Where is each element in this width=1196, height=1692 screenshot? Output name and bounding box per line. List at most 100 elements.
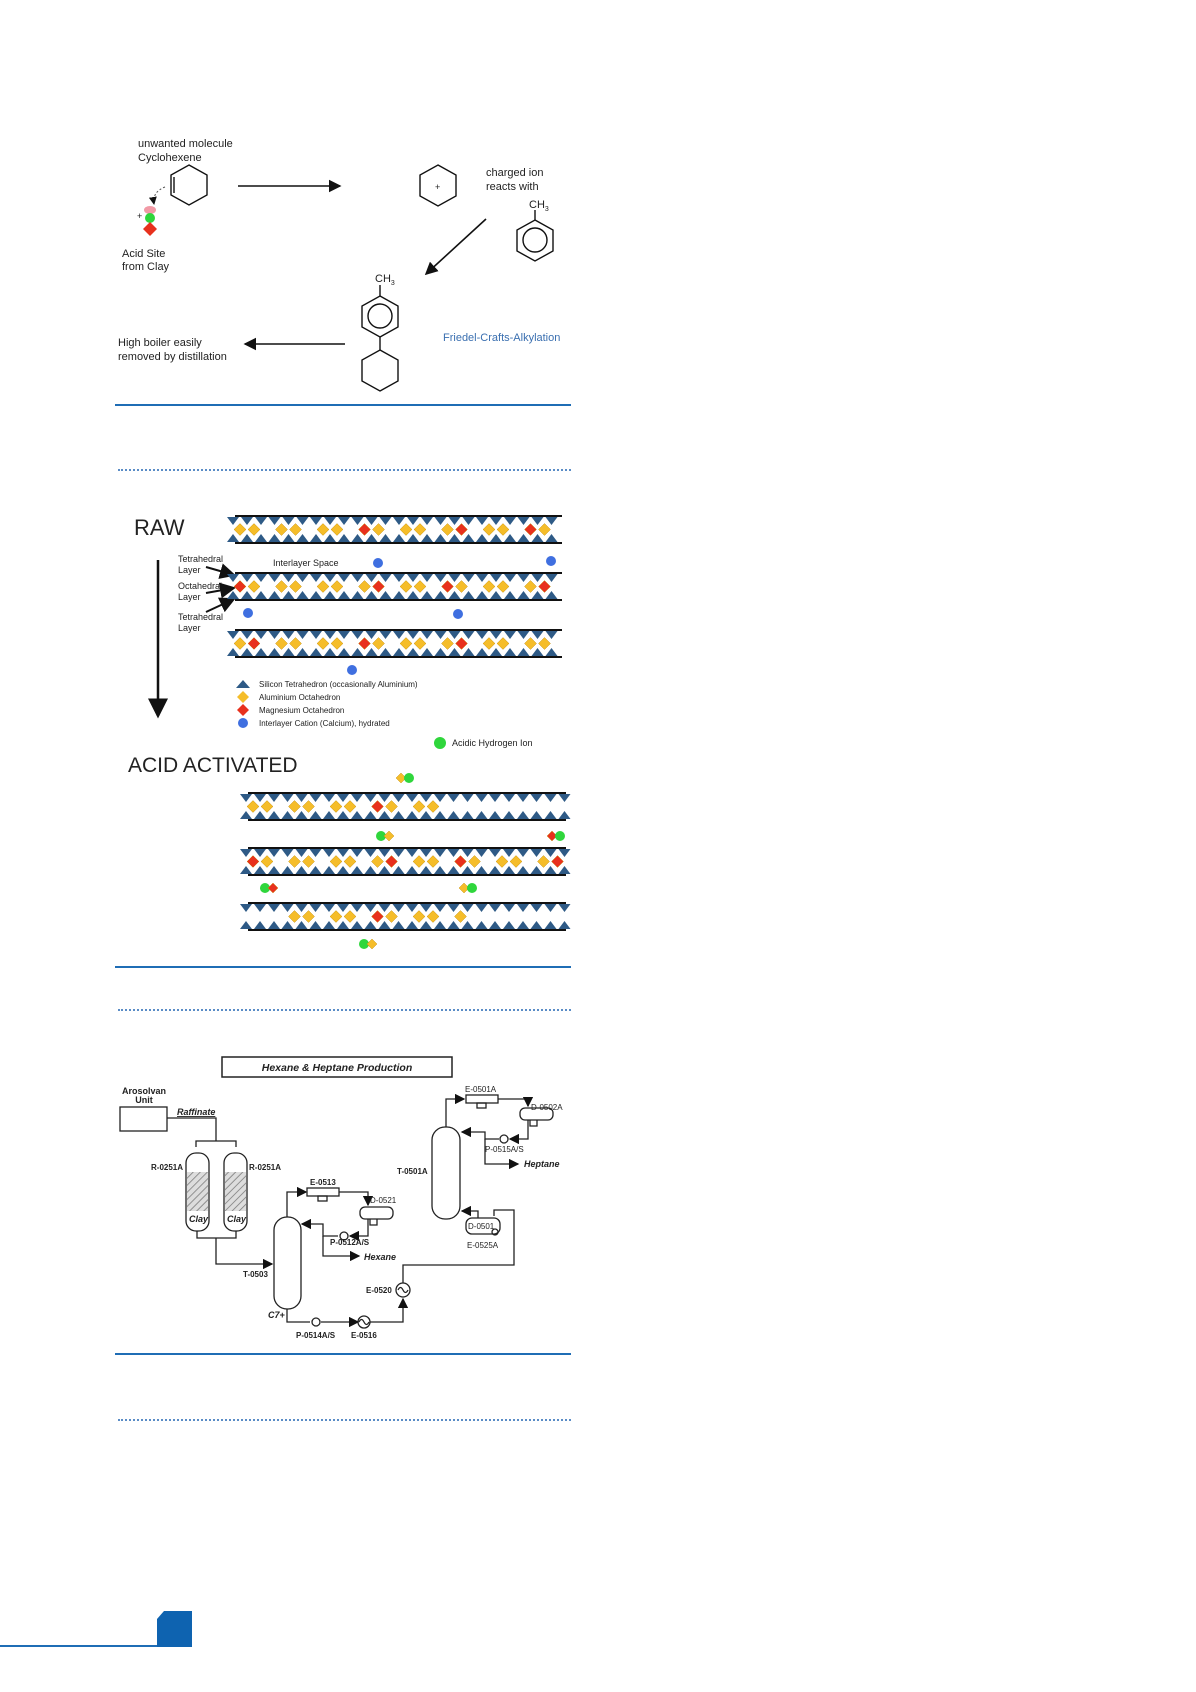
- silicon-tetrahedron: [447, 794, 460, 802]
- label-unwanted-molecule: unwanted molecule: [138, 138, 233, 150]
- aluminium-octahedron: [524, 580, 537, 593]
- layer-pointer-arrows: [148, 560, 236, 719]
- layer-label: Layer: [178, 623, 201, 633]
- caption-divider: [118, 1419, 571, 1421]
- silicon-tetrahedron: [558, 866, 571, 874]
- silicon-tetrahedron: [558, 904, 571, 912]
- silicon-tetrahedron: [517, 534, 530, 542]
- silicon-tetrahedron: [392, 904, 405, 912]
- silicon-tetrahedron: [268, 849, 280, 857]
- silicon-tetrahedron: [545, 591, 558, 599]
- process-labels: Hexane & Heptane Production Arosolvan Un…: [122, 1062, 563, 1340]
- silicon-tetrahedron: [241, 631, 253, 639]
- silicon-tetrahedron: [420, 866, 432, 874]
- silicon-tetrahedron: [517, 648, 530, 656]
- silicon-tetrahedron: [309, 921, 322, 929]
- silicon-tetrahedron: [351, 866, 363, 874]
- interlayer-cation: [373, 558, 383, 568]
- silicon-tetrahedron: [241, 574, 253, 582]
- silicon-tetrahedron: [406, 921, 418, 929]
- silicon-tetrahedron: [365, 631, 378, 639]
- silicon-tetrahedron: [558, 794, 571, 802]
- legend: Silicon Tetrahedron (occasionally Alumin…: [236, 680, 418, 728]
- aluminium-octahedron: [468, 855, 481, 868]
- aluminium-octahedron: [426, 800, 440, 813]
- silicon-tetrahedron: [310, 517, 322, 525]
- silicon-tetrahedron: [517, 794, 529, 802]
- aluminium-octahedron: [395, 772, 407, 784]
- silicon-tetrahedron: [503, 811, 515, 819]
- aluminium-octahedron: [399, 523, 413, 536]
- silicon-tetrahedron: [281, 904, 294, 912]
- aluminium-octahedron: [233, 637, 247, 650]
- aluminium-octahedron: [399, 637, 413, 650]
- silicon-tetrahedron: [241, 534, 253, 542]
- silicon-tetrahedron: [364, 866, 377, 874]
- silicon-tetrahedron: [323, 849, 335, 857]
- silicon-tetrahedron: [337, 866, 349, 874]
- acidic-hydrogen-ion: [404, 773, 414, 783]
- aluminium-octahedron: [482, 580, 496, 593]
- aluminium-octahedron: [399, 580, 413, 593]
- silicon-tetrahedron: [531, 648, 544, 656]
- layer-label: Tetrahedral: [178, 554, 223, 564]
- silicon-tetrahedron: [393, 591, 405, 599]
- clay-label: Clay: [189, 1214, 209, 1224]
- aluminium-octahedron: [371, 855, 384, 868]
- silicon-tetrahedron: [378, 904, 391, 912]
- silicon-tetrahedron: [406, 866, 418, 874]
- silicon-tetrahedron: [268, 517, 281, 525]
- silicon-tetrahedron: [407, 631, 419, 639]
- silicon-tetrahedron: [504, 517, 516, 525]
- silicon-tetrahedron: [324, 574, 336, 582]
- silicon-tetrahedron: [254, 904, 266, 912]
- aluminium-octahedron: [302, 800, 315, 813]
- silicon-tetrahedron: [364, 794, 377, 802]
- reactor-left-label: R-0251A: [151, 1163, 183, 1172]
- clay-label: Clay: [227, 1214, 247, 1224]
- silicon-tetrahedron: [530, 904, 543, 912]
- silicon-tetrahedron: [490, 517, 502, 525]
- silicon-tetrahedron: [407, 648, 419, 656]
- legend-diamond-icon: [237, 704, 249, 716]
- silicon-tetrahedron: [489, 811, 501, 819]
- e0501-label: E-0501A: [465, 1085, 497, 1094]
- silicon-tetrahedron: [378, 866, 391, 874]
- aluminium-octahedron: [413, 580, 427, 593]
- aluminium-octahedron: [302, 910, 315, 923]
- silicon-tetrahedron: [310, 631, 322, 639]
- silicon-tetrahedron: [476, 517, 488, 525]
- silicon-tetrahedron: [254, 811, 266, 819]
- p0514-label: P-0514A/S: [296, 1331, 336, 1340]
- silicon-tetrahedron: [365, 574, 378, 582]
- silicon-tetrahedron: [530, 794, 543, 802]
- layer-label: Layer: [178, 592, 201, 602]
- silicon-tetrahedron: [420, 921, 432, 929]
- silicon-tetrahedron: [490, 534, 502, 542]
- aluminium-octahedron: [358, 580, 371, 593]
- silicon-tetrahedron: [517, 866, 529, 874]
- silicon-tetrahedron: [351, 811, 363, 819]
- silicon-tetrahedron: [530, 921, 543, 929]
- legend-label: Magnesium Octahedron: [259, 706, 344, 715]
- silicon-tetrahedron: [254, 849, 266, 857]
- toluene-ch3: CH3: [529, 199, 549, 213]
- silicon-tetrahedron: [475, 849, 488, 857]
- legend-label: Silicon Tetrahedron (occasionally Alumin…: [259, 680, 418, 689]
- silicon-tetrahedron: [282, 574, 295, 582]
- silicon-tetrahedron: [392, 849, 405, 857]
- aluminium-octahedron: [316, 523, 330, 536]
- silicon-tetrahedron: [393, 574, 405, 582]
- silicon-tetrahedron: [503, 866, 515, 874]
- silicon-tetrahedron: [462, 648, 475, 656]
- raffinate-label: Raffinate: [177, 1107, 215, 1117]
- silicon-tetrahedron: [531, 534, 544, 542]
- interlayer-cation: [546, 556, 556, 566]
- carbocation-ring: [419, 164, 457, 207]
- aluminium-octahedron: [247, 523, 261, 536]
- silicon-tetrahedron: [517, 574, 530, 582]
- aluminium-octahedron: [372, 637, 385, 650]
- silicon-tetrahedron: [545, 574, 558, 582]
- silicon-tetrahedron: [476, 574, 488, 582]
- magnesium-octahedron: [441, 580, 454, 593]
